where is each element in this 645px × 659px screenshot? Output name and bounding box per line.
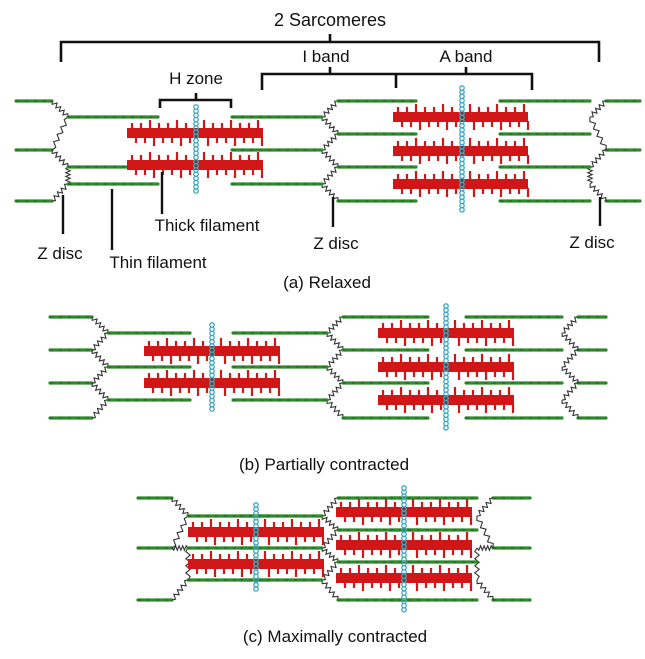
z-disc-link bbox=[171, 544, 189, 552]
m-line bbox=[443, 303, 449, 431]
z-disc-link bbox=[326, 316, 344, 334]
z-disc-link bbox=[171, 497, 189, 517]
z-disc-link bbox=[321, 133, 339, 151]
thick-filament-bare-zone bbox=[194, 128, 198, 138]
z-disc-link bbox=[51, 183, 69, 202]
thick-filament bbox=[127, 152, 264, 178]
z-disc-link bbox=[476, 579, 494, 601]
label-z-disc-middle: Z disc bbox=[313, 234, 359, 253]
z-disc-link bbox=[326, 366, 344, 384]
z-disc-link bbox=[51, 149, 69, 168]
thick-filament-bare-zone bbox=[194, 160, 198, 170]
annotation-leaders: Z disc Thin filament Thick filament Z di… bbox=[37, 172, 615, 272]
z-disc-link bbox=[321, 561, 339, 581]
m-line-link bbox=[459, 206, 465, 213]
m-line-link bbox=[401, 606, 407, 613]
thick-filament-bare-zone bbox=[460, 112, 464, 122]
thick-filament bbox=[393, 104, 530, 130]
z-disc-link bbox=[476, 497, 494, 517]
z-disc-link bbox=[589, 149, 607, 168]
z-disc-link bbox=[91, 316, 109, 334]
m-line bbox=[459, 85, 465, 213]
panel-partially-contracted bbox=[48, 303, 608, 431]
thick-filament bbox=[336, 499, 473, 525]
z-disc-link bbox=[91, 349, 109, 368]
z-disc-link bbox=[476, 544, 494, 552]
z-disc-link bbox=[326, 399, 344, 419]
z-disc-link bbox=[476, 515, 494, 549]
label-z-disc-left: Z disc bbox=[37, 244, 83, 263]
thick-filament-bare-zone bbox=[210, 346, 214, 356]
bracket-2-sarcomeres bbox=[59, 34, 601, 62]
thick-filament bbox=[127, 120, 264, 146]
caption-partially-contracted: (b) Partially contracted bbox=[239, 455, 409, 474]
z-disc-link bbox=[64, 166, 72, 185]
z-disc-link bbox=[171, 579, 189, 601]
caption-maximally-contracted: (c) Maximally contracted bbox=[243, 627, 427, 646]
thick-filament bbox=[188, 551, 325, 577]
z-disc-link bbox=[321, 579, 339, 601]
z-disc-link bbox=[561, 349, 579, 368]
z-disc-link bbox=[326, 349, 344, 368]
z-disc-link bbox=[589, 100, 607, 118]
bracket-i-a-band bbox=[260, 67, 534, 90]
label-thin-filament: Thin filament bbox=[109, 253, 207, 272]
z-disc-link bbox=[561, 366, 579, 384]
z-disc-link bbox=[321, 116, 339, 135]
annotation-brackets: 2 Sarcomeres I band A band H zone bbox=[59, 10, 601, 108]
m-line bbox=[209, 322, 215, 412]
label-z-disc-right: Z disc bbox=[569, 233, 615, 252]
label-h-zone: H zone bbox=[169, 69, 223, 88]
label-2-sarcomeres: 2 Sarcomeres bbox=[274, 10, 386, 30]
m-line bbox=[193, 104, 199, 194]
z-disc-link bbox=[589, 116, 607, 151]
z-disc-link bbox=[589, 183, 607, 202]
panel-maximally-contracted bbox=[136, 485, 532, 613]
z-disc-link bbox=[321, 183, 339, 202]
thick-filament bbox=[393, 138, 530, 164]
thick-filament-bare-zone bbox=[210, 378, 214, 388]
panel-relaxed bbox=[14, 85, 642, 213]
z-disc-link bbox=[321, 497, 339, 517]
z-disc-link bbox=[321, 149, 339, 168]
bracket-h-zone bbox=[158, 93, 233, 108]
m-line-link bbox=[253, 586, 259, 592]
z-disc-link bbox=[321, 166, 339, 185]
thick-filament bbox=[144, 338, 281, 364]
z-disc-link bbox=[586, 166, 594, 185]
z-disc-link bbox=[321, 100, 339, 118]
z-disc-link bbox=[561, 332, 579, 351]
z-disc-link bbox=[91, 382, 109, 401]
z-disc-link bbox=[561, 399, 579, 419]
m-line bbox=[401, 485, 407, 613]
z-disc-link bbox=[321, 529, 339, 549]
thick-filament bbox=[144, 370, 281, 396]
z-disc-link bbox=[51, 100, 69, 118]
m-line bbox=[253, 502, 259, 592]
z-disc-link bbox=[91, 332, 109, 351]
m-line-link bbox=[443, 424, 449, 431]
z-disc-link bbox=[91, 366, 109, 384]
z-disc-link bbox=[321, 515, 339, 531]
z-disc-link bbox=[326, 382, 344, 401]
caption-relaxed: (a) Relaxed bbox=[283, 273, 371, 292]
z-disc-link bbox=[91, 399, 109, 419]
label-thick-filament: Thick filament bbox=[155, 216, 260, 235]
m-line-link bbox=[209, 406, 215, 412]
z-disc-link bbox=[326, 332, 344, 351]
label-a-band: A band bbox=[440, 47, 493, 66]
thick-filament-bare-zone bbox=[460, 179, 464, 189]
z-disc-link bbox=[561, 316, 579, 334]
label-i-band: I band bbox=[302, 47, 349, 66]
thick-filament-bare-zone bbox=[460, 146, 464, 156]
thick-filament-bare-zone bbox=[402, 507, 406, 517]
z-disc-link bbox=[473, 547, 481, 581]
thick-filament-bare-zone bbox=[254, 559, 258, 569]
z-disc-link bbox=[561, 382, 579, 401]
m-line-link bbox=[193, 188, 199, 194]
z-disc-link bbox=[321, 547, 339, 563]
z-disc-link bbox=[171, 515, 189, 549]
z-disc-link bbox=[51, 116, 69, 151]
